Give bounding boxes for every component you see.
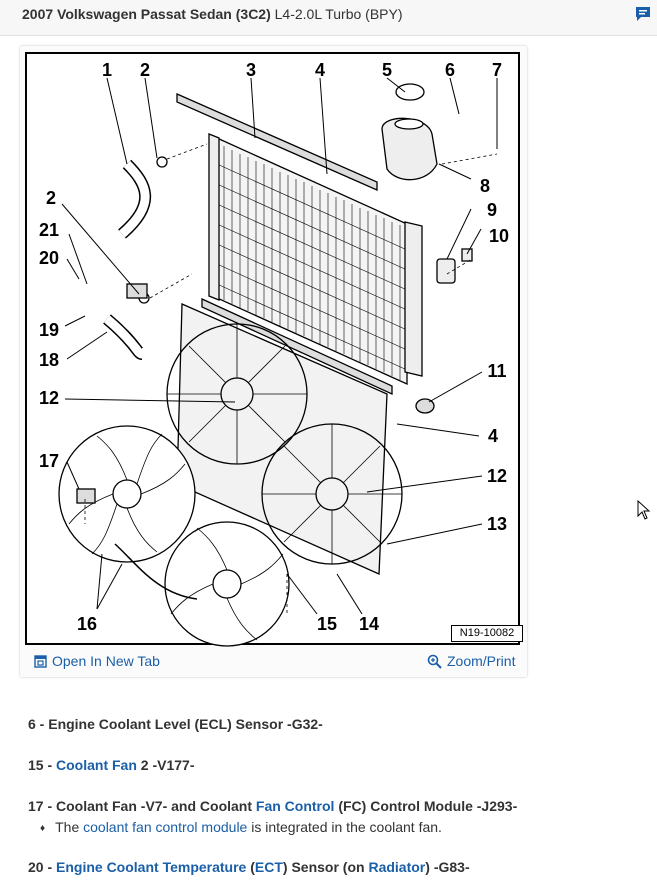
engine-spec: L4-2.0L Turbo (BPY) bbox=[270, 6, 403, 22]
coolant-fan-control-module-link[interactable]: coolant fan control module bbox=[83, 819, 248, 835]
callout-11: 11 bbox=[487, 361, 506, 381]
figure-card: 1 2 3 4 5 6 7 8 2 9 10 21 20 19 18 11 12… bbox=[20, 46, 527, 677]
callout-4b: 4 bbox=[488, 426, 498, 446]
exploded-view-drawing: 1 2 3 4 5 6 7 8 2 9 10 21 20 19 18 11 12… bbox=[39, 60, 509, 647]
note-15: 15 - Coolant Fan 2 -V177- bbox=[28, 757, 195, 773]
callout-2b: 2 bbox=[46, 188, 56, 208]
note-17-detail: ♦The coolant fan control module is integ… bbox=[40, 819, 442, 835]
radiator-link[interactable]: Radiator bbox=[368, 859, 426, 875]
zoom-print-label: Zoom/Print bbox=[447, 653, 516, 669]
coolant-fan-link[interactable]: Coolant Fan bbox=[56, 757, 137, 773]
callout-10: 10 bbox=[489, 226, 509, 246]
open-new-tab-label: Open In New Tab bbox=[52, 653, 160, 669]
callout-1: 1 bbox=[102, 60, 112, 80]
callout-5: 5 bbox=[382, 60, 392, 80]
callout-19: 19 bbox=[39, 320, 59, 340]
callout-14: 14 bbox=[359, 614, 379, 634]
note-6: 6 - Engine Coolant Level (ECL) Sensor -G… bbox=[28, 716, 323, 732]
callout-2: 2 bbox=[140, 60, 150, 80]
callout-12: 12 bbox=[39, 388, 59, 408]
callout-17: 17 bbox=[39, 451, 59, 471]
callout-3: 3 bbox=[246, 60, 256, 80]
callout-13: 13 bbox=[487, 514, 507, 534]
callout-16: 16 bbox=[77, 614, 97, 634]
callout-7: 7 bbox=[492, 60, 502, 80]
callout-12b: 12 bbox=[487, 466, 507, 486]
figure-code: N19-10082 bbox=[451, 625, 523, 642]
open-new-tab-link[interactable]: Open In New Tab bbox=[34, 652, 160, 670]
ect-link[interactable]: Engine Coolant Temperature bbox=[56, 859, 247, 875]
bullet-icon: ♦ bbox=[40, 823, 46, 834]
callout-20: 20 bbox=[39, 248, 59, 268]
mouse-cursor-icon bbox=[637, 500, 651, 520]
callout-21: 21 bbox=[39, 220, 59, 240]
page-title: 2007 Volkswagen Passat Sedan (3C2) L4-2.… bbox=[22, 6, 403, 22]
callout-15: 15 bbox=[317, 614, 337, 634]
zoom-icon bbox=[427, 654, 442, 669]
callout-18: 18 bbox=[39, 350, 59, 370]
fan-control-link[interactable]: Fan Control bbox=[255, 798, 335, 814]
ect-abbrev-link[interactable]: ECT bbox=[254, 859, 283, 875]
note-20: 20 - Engine Coolant Temperature (ECT) Se… bbox=[28, 859, 470, 875]
vehicle-name: 2007 Volkswagen Passat Sedan (3C2) bbox=[22, 6, 271, 22]
callout-9: 9 bbox=[487, 200, 497, 220]
chat-bubble-icon[interactable] bbox=[634, 5, 652, 23]
callout-6: 6 bbox=[445, 60, 455, 80]
zoom-print-link[interactable]: Zoom/Print bbox=[427, 652, 515, 670]
page-header: 2007 Volkswagen Passat Sedan (3C2) L4-2.… bbox=[0, 0, 657, 36]
callout-4: 4 bbox=[315, 60, 325, 80]
open-tab-icon bbox=[34, 654, 47, 668]
cooling-system-diagram[interactable]: 1 2 3 4 5 6 7 8 2 9 10 21 20 19 18 11 12… bbox=[25, 52, 523, 647]
note-17: 17 - Coolant Fan -V7- and Coolant Fan Co… bbox=[28, 798, 518, 814]
callout-8: 8 bbox=[480, 176, 490, 196]
